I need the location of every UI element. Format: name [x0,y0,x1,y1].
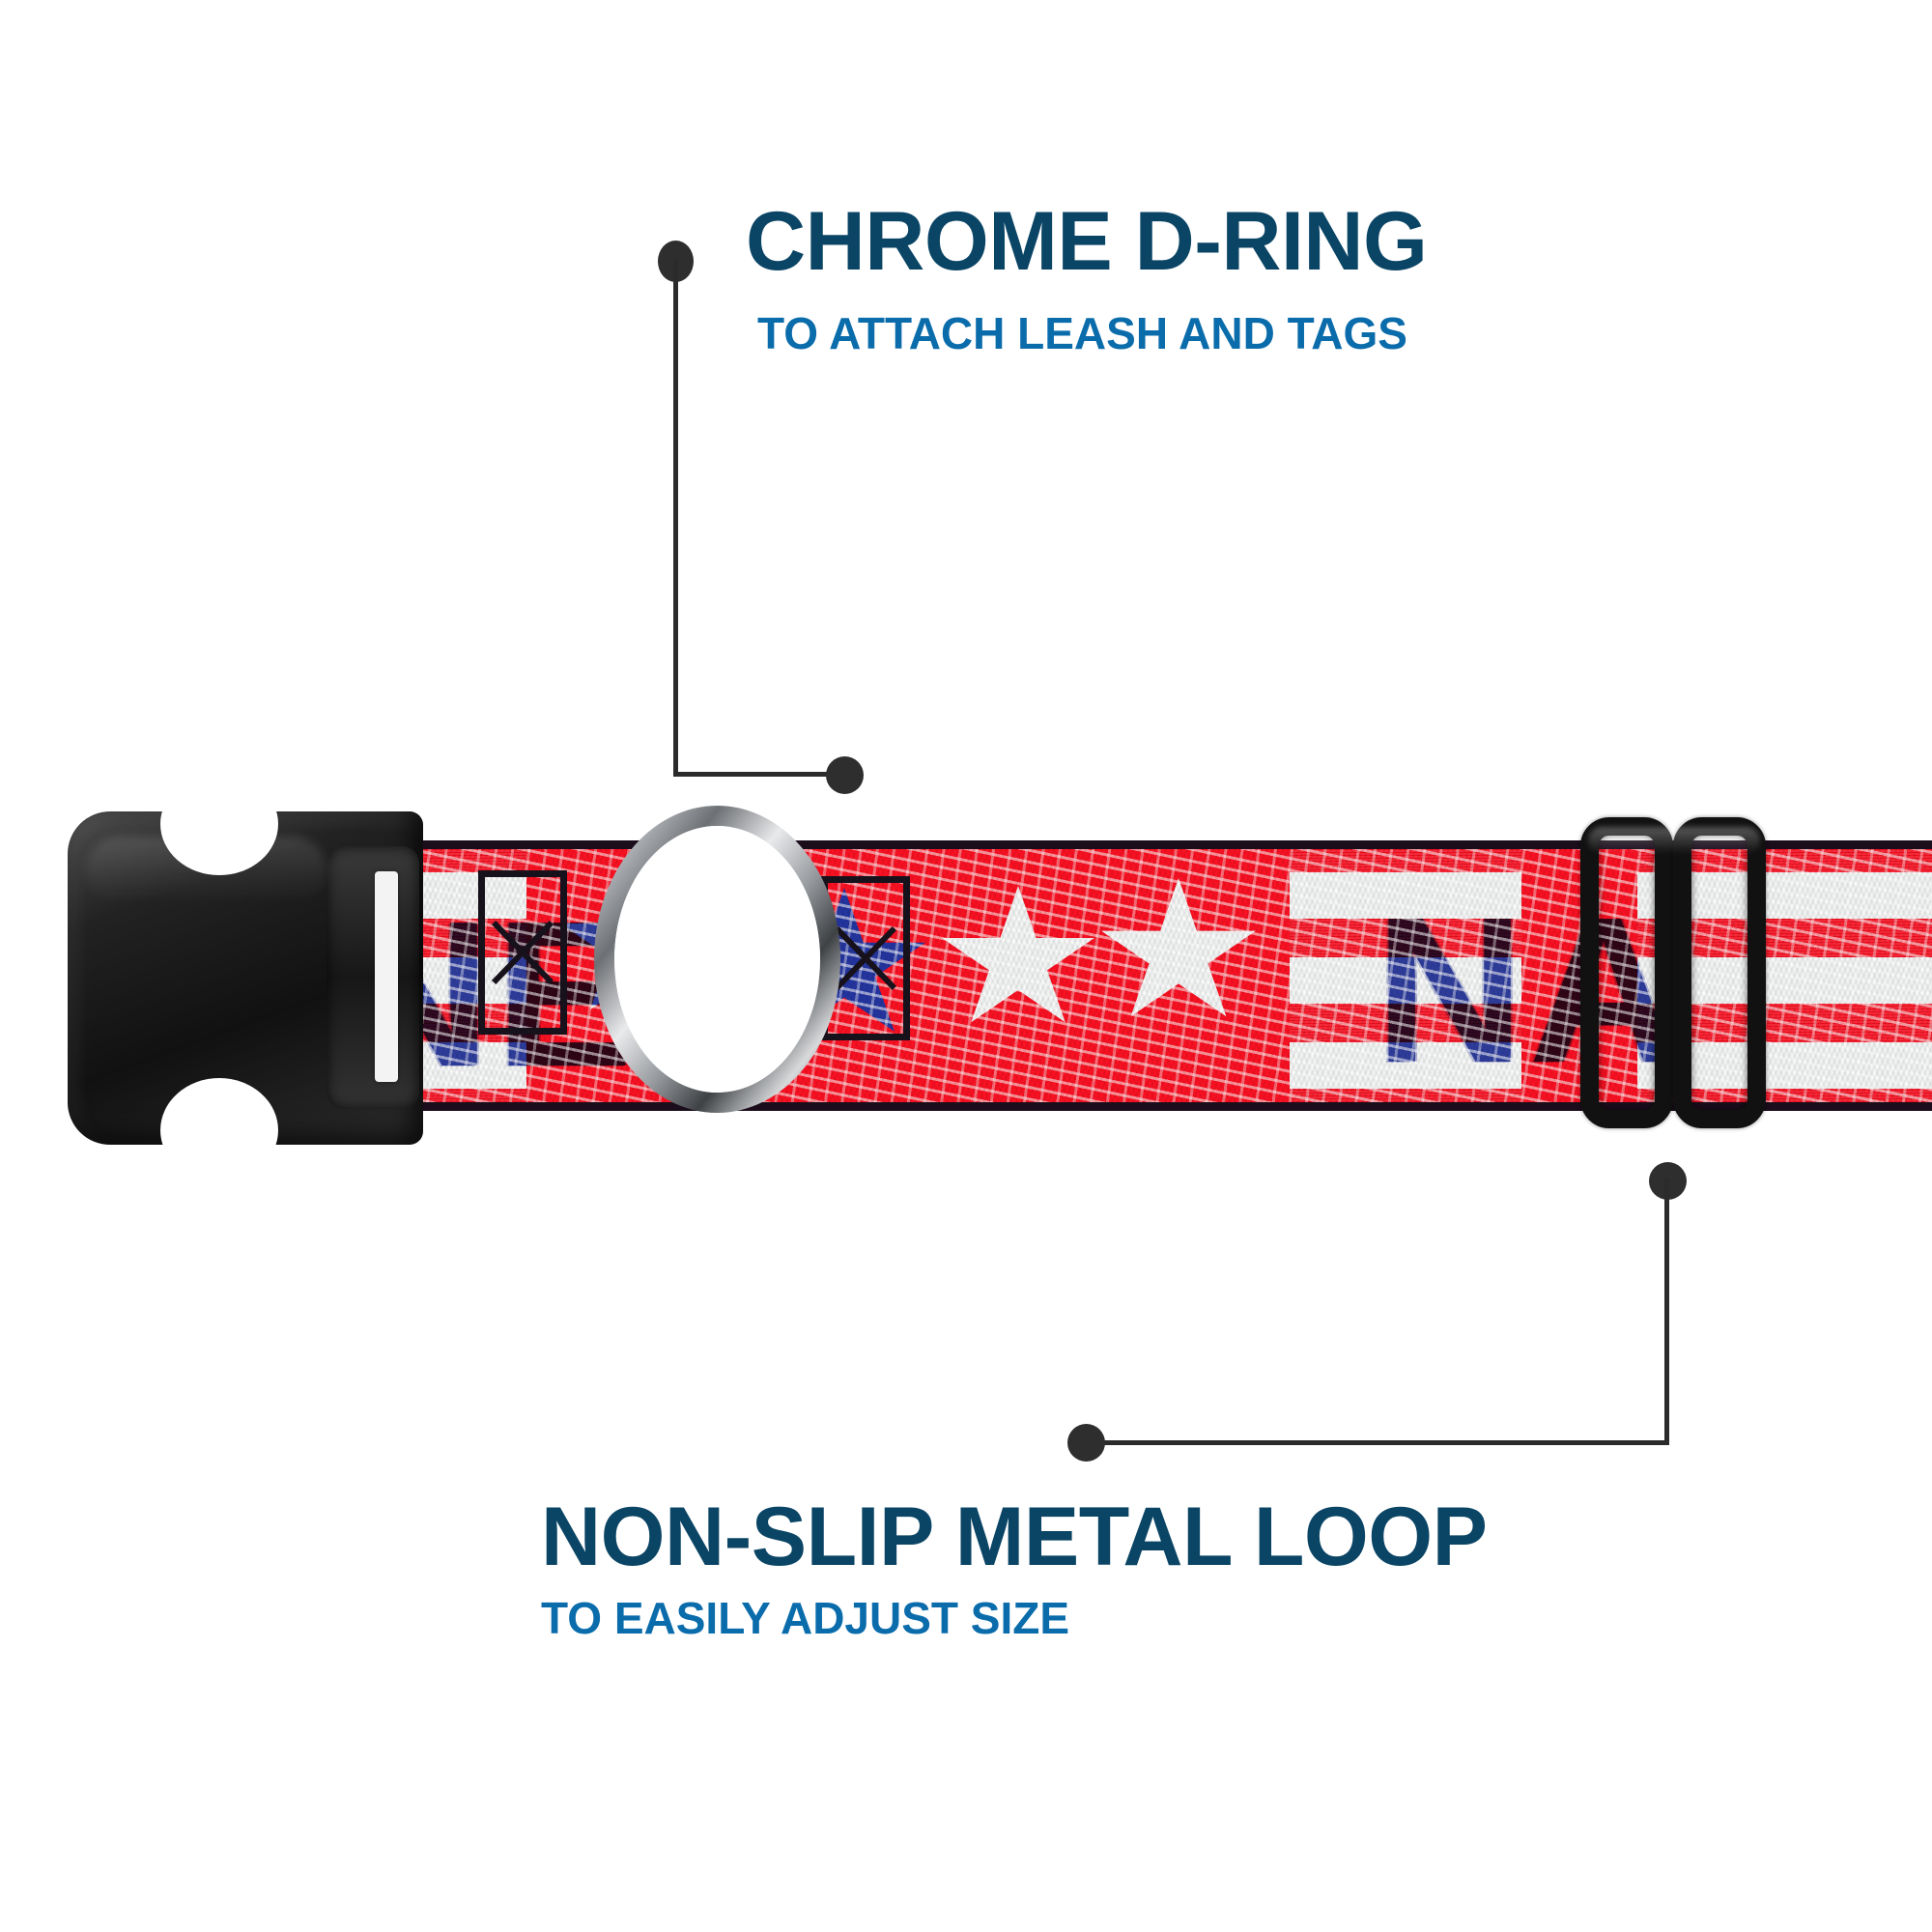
metal-loop-right-bar [1673,817,1766,1128]
buckle-notch-bottom [160,1078,278,1182]
buckle-webbing-slot [375,871,398,1082]
buckle-highlight [85,837,327,904]
callout-leader-line-vertical-bottom [1664,1178,1669,1443]
callout-leader-line-horizontal-top [673,772,847,777]
d-ring-opening [614,826,820,1093]
bar-tack-stitch [478,870,567,1035]
buckle-notch-top [160,773,278,875]
metal-loop-slider[interactable] [1580,817,1770,1128]
dog-collar-product: NE NA [0,773,1932,1182]
callout-subtitle-non-slip-metal-loop: TO EASILY ADJUST SIZE [541,1593,1070,1643]
side-release-buckle[interactable] [68,773,423,1182]
callout-subtitle-chrome-d-ring: TO ATTACH LEASH AND TAGS [757,308,1407,358]
callout-target-dot-d-ring [826,756,864,794]
buckle-webbing-rail [327,846,419,1109]
metal-loop-left-bar [1580,817,1673,1128]
bar-tack-stitch [821,876,910,1040]
callout-leader-line-vertical-top [673,259,678,774]
callout-title-non-slip-metal-loop: NON-SLIP METAL LOOP [541,1491,1488,1583]
callout-target-dot-metal-loop [1067,1424,1105,1462]
callout-title-chrome-d-ring: CHROME D-RING [746,195,1428,288]
callout-leader-line-horizontal-bottom [1085,1440,1669,1445]
